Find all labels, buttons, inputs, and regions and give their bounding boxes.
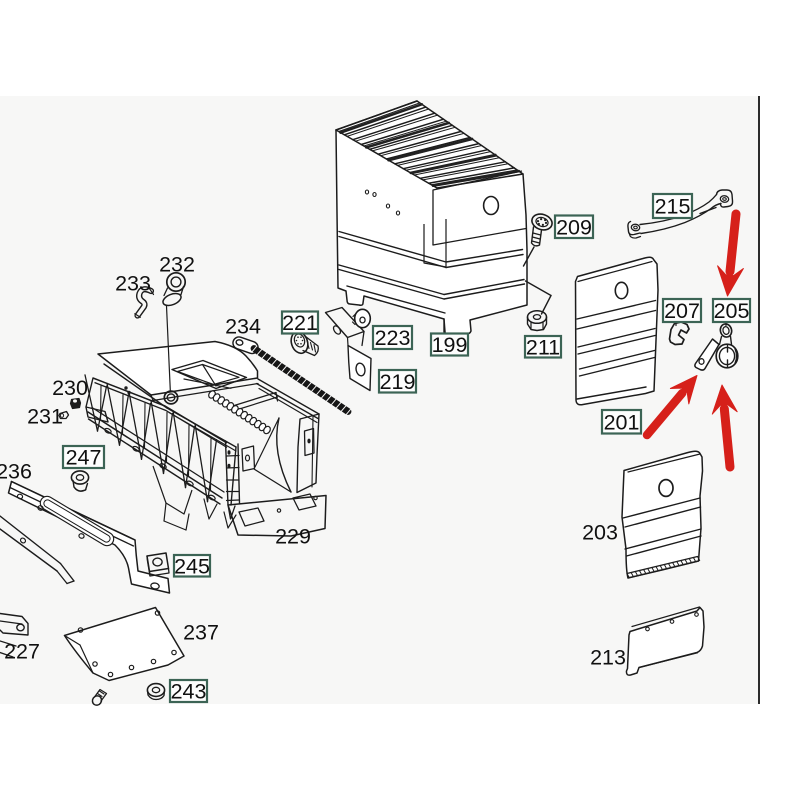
svg-text:221: 221 [282, 311, 318, 335]
svg-text:199: 199 [432, 333, 468, 357]
svg-text:215: 215 [655, 195, 691, 219]
svg-text:213: 213 [590, 646, 626, 670]
svg-text:237: 237 [183, 621, 219, 645]
svg-text:233: 233 [115, 272, 151, 296]
svg-text:234: 234 [225, 315, 261, 339]
svg-text:229: 229 [275, 525, 311, 549]
svg-text:209: 209 [556, 215, 592, 239]
svg-text:232: 232 [159, 253, 195, 277]
svg-text:203: 203 [582, 521, 618, 545]
svg-text:211: 211 [526, 335, 560, 359]
svg-text:247: 247 [66, 446, 102, 470]
svg-text:236: 236 [0, 460, 32, 484]
svg-text:227: 227 [4, 640, 40, 664]
svg-text:201: 201 [604, 410, 640, 434]
svg-text:207: 207 [664, 299, 700, 323]
svg-text:219: 219 [380, 370, 416, 394]
svg-text:231: 231 [27, 405, 63, 429]
svg-text:223: 223 [375, 326, 411, 350]
svg-text:205: 205 [714, 299, 750, 323]
svg-text:230: 230 [52, 376, 88, 400]
svg-text:245: 245 [174, 554, 210, 578]
svg-text:243: 243 [171, 680, 207, 704]
